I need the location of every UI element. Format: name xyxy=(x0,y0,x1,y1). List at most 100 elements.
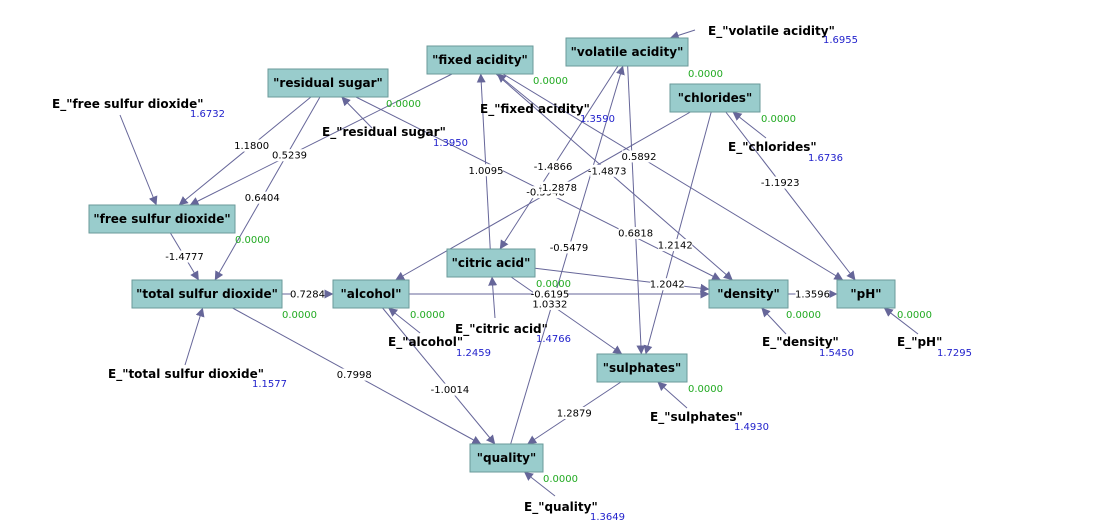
edge-coefficient: 1.2879 xyxy=(557,409,592,420)
coefficient-background xyxy=(622,150,657,163)
error-term-label: E_"volatile acidity" xyxy=(708,24,835,39)
node-ph[interactable]: "pH" xyxy=(836,279,896,309)
coefficient-background xyxy=(532,297,567,310)
edge-coefficient: -1.4873 xyxy=(588,166,627,177)
error-term-label: E_"chlorides" xyxy=(728,140,817,155)
coefficient-background xyxy=(590,164,625,177)
coefficient-background xyxy=(245,191,280,204)
edge-fixed_acidity-to-density xyxy=(495,73,733,281)
node-variance: 0.0000 xyxy=(235,235,270,246)
node-quality[interactable]: "quality" xyxy=(469,443,544,473)
error-arrow-volatile_acidity xyxy=(669,29,696,40)
node-chlorides[interactable]: "chlorides" xyxy=(669,83,761,113)
node-total-so2[interactable]: "total sulfur dioxide" xyxy=(131,279,283,309)
error-arrow-free_so2 xyxy=(119,114,158,206)
node-fixed-acidity[interactable]: "fixed acidity" xyxy=(426,45,534,75)
node-box[interactable] xyxy=(446,248,536,278)
edge-coefficient: -1.4777 xyxy=(165,252,204,263)
coefficient-background xyxy=(468,164,503,177)
error-arrow-residual_sugar xyxy=(341,96,373,129)
node-box[interactable] xyxy=(88,204,236,234)
edge-coefficient: 1.0332 xyxy=(532,299,567,310)
edge-coefficient: -0.6195 xyxy=(531,290,570,301)
node-volatile-acidity[interactable]: "volatile acidity" xyxy=(565,37,689,67)
error-term-label: E_"citric acid" xyxy=(455,322,548,337)
error-variance: 1.3649 xyxy=(590,512,625,523)
labels-layer: 1.18000.52390.6404-1.47771.0095-1.4866-0… xyxy=(165,139,830,420)
node-variance: 0.0000 xyxy=(543,474,578,485)
node-box[interactable] xyxy=(131,279,283,309)
edge-chlorides-to-ph xyxy=(725,111,856,281)
node-box[interactable] xyxy=(669,83,761,113)
error-variance: 1.4766 xyxy=(536,334,571,345)
edge-fixed_acidity-to-free_so2 xyxy=(189,73,453,206)
error-arrow-citric_acid xyxy=(488,276,498,319)
edge-coefficient: 0.5239 xyxy=(272,151,307,162)
edge-coefficient: -1.2878 xyxy=(538,183,577,194)
node-label: "quality" xyxy=(477,451,537,465)
coefficient-background xyxy=(658,239,693,252)
node-box[interactable] xyxy=(836,279,896,309)
coefficient-background xyxy=(337,368,372,381)
error-term-label: E_"density" xyxy=(762,335,839,350)
edge-alcohol-to-quality xyxy=(382,307,496,445)
error-arrow-total_so2 xyxy=(184,307,205,366)
error-variance: 1.3950 xyxy=(433,138,468,149)
node-variance: 0.0000 xyxy=(761,114,796,125)
node-box[interactable] xyxy=(426,45,534,75)
edge-coefficient: -1.4866 xyxy=(534,162,573,173)
node-box[interactable] xyxy=(332,279,410,309)
error-term-label: E_"residual sugar" xyxy=(322,125,446,140)
coefficient-background xyxy=(650,278,685,291)
edge-coefficient: 1.3596 xyxy=(795,290,830,301)
node-variance: 0.0000 xyxy=(386,99,421,110)
edge-coefficient: 0.7998 xyxy=(337,370,372,381)
node-label: "alcohol" xyxy=(341,287,402,301)
node-sulphates[interactable]: "sulphates" xyxy=(596,353,688,383)
node-variance: 0.0000 xyxy=(533,76,568,87)
error-variance: 1.6736 xyxy=(808,153,843,164)
coefficient-background xyxy=(167,250,202,263)
error-term-label: E_"free sulfur dioxide" xyxy=(52,97,203,112)
edge-residual_sugar-to-total_so2 xyxy=(214,96,321,281)
node-variance: 0.0000 xyxy=(282,310,317,321)
coefficient-background xyxy=(557,407,592,419)
node-box[interactable] xyxy=(596,353,688,383)
node-box[interactable] xyxy=(708,279,789,309)
edge-volatile_acidity-to-sulphates xyxy=(627,65,646,355)
coefficient-background xyxy=(290,288,325,300)
coefficient-background xyxy=(618,227,653,240)
node-label: "volatile acidity" xyxy=(571,45,684,59)
node-box[interactable] xyxy=(565,37,689,67)
error-variance: 1.3590 xyxy=(580,114,615,125)
node-variance: 0.0000 xyxy=(410,310,445,321)
node-density[interactable]: "density" xyxy=(708,279,789,309)
edge-coefficient: -1.1923 xyxy=(761,178,800,189)
node-label: "residual sugar" xyxy=(273,76,383,90)
node-label: "density" xyxy=(717,287,780,301)
node-label: "total sulfur dioxide" xyxy=(136,287,278,301)
node-box[interactable] xyxy=(469,443,544,473)
error-term-label: E_"total sulfur dioxide" xyxy=(108,367,264,382)
node-variance: 0.0000 xyxy=(786,310,821,321)
error-arrow-ph xyxy=(883,307,919,335)
edge-citric_acid-to-sulphates xyxy=(510,276,623,355)
node-label: "sulphates" xyxy=(603,361,682,375)
error-arrow-density xyxy=(761,307,787,335)
coefficient-background xyxy=(234,139,269,152)
error-variance: 1.4930 xyxy=(734,422,769,433)
node-label: "citric acid" xyxy=(452,256,531,270)
node-free-so2[interactable]: "free sulfur dioxide" xyxy=(88,204,236,234)
error-variance: 1.5450 xyxy=(819,348,854,359)
node-residual-sugar[interactable]: "residual sugar" xyxy=(267,68,389,98)
node-citric-acid[interactable]: "citric acid" xyxy=(446,248,536,278)
error-term-label: E_"quality" xyxy=(524,500,598,515)
nodes-layer: "fixed acidity"0.0000"volatile acidity"0… xyxy=(88,37,932,485)
node-alcohol[interactable]: "alcohol" xyxy=(332,279,410,309)
edge-coefficient: 1.1800 xyxy=(234,141,269,152)
edge-coefficient: 0.6818 xyxy=(618,229,653,240)
node-box[interactable] xyxy=(267,68,389,98)
edge-fixed_acidity-to-ph xyxy=(502,73,844,281)
edge-coefficient: 0.7284 xyxy=(290,290,325,301)
